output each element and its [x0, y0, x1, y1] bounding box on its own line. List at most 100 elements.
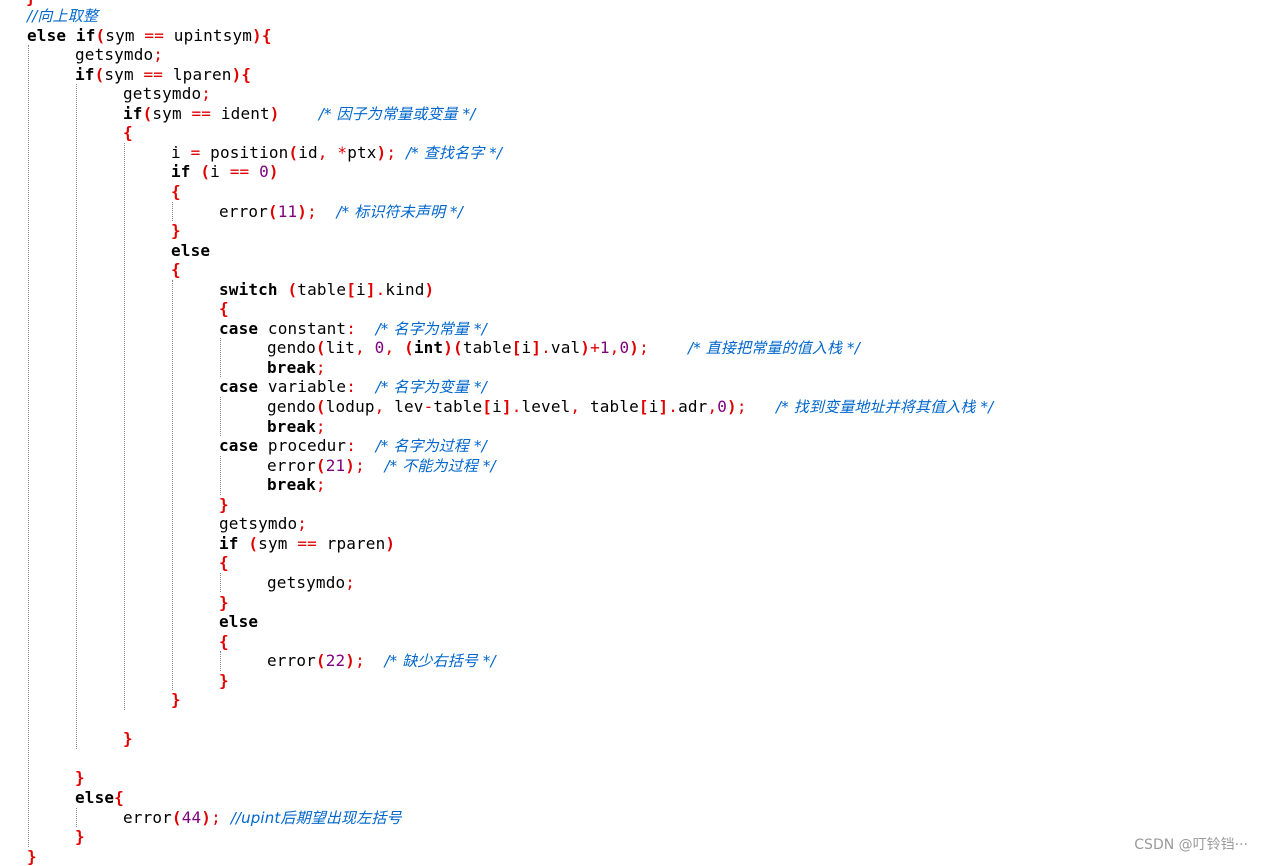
code-token — [365, 456, 385, 475]
code-token — [394, 338, 404, 357]
code-token: ) — [580, 338, 591, 358]
code-token: , — [374, 397, 385, 416]
code-line: error(22); /* 缺少右括号 */ — [267, 651, 496, 671]
code-token: + — [590, 338, 600, 358]
code-token: } — [123, 729, 133, 749]
code-token: /* 标识符未声明 */ — [336, 202, 463, 221]
code-token: { — [261, 25, 272, 45]
code-token: /* 查找名字 */ — [405, 143, 503, 162]
code-token: { — [171, 260, 181, 280]
top-brace: } — [26, 0, 36, 7]
code-token: ) — [345, 455, 356, 475]
code-token: /* 找到变量地址并将其值入栈 */ — [776, 398, 994, 416]
code-token: table — [433, 397, 483, 416]
code-token: ( — [453, 338, 463, 358]
code-token: ] — [501, 397, 512, 416]
code-token: * — [337, 142, 348, 162]
code-token: ) — [269, 103, 280, 123]
code-token: ( — [404, 338, 414, 358]
code-token — [249, 162, 259, 181]
code-token: ( — [94, 64, 105, 84]
code-token: break — [267, 475, 316, 495]
code-token: ; — [211, 807, 221, 827]
code-line: getsymdo; — [123, 84, 211, 104]
code-token: /* 名字为变量 */ — [375, 378, 487, 397]
code-token: [ — [638, 397, 649, 416]
code-token — [191, 162, 201, 181]
code-token: { — [219, 299, 229, 319]
code-line: break; — [267, 358, 326, 378]
code-token: error — [267, 651, 316, 671]
code-token: //upint后期望出现左括号 — [230, 808, 402, 827]
code-token: /* 因子为常量或变量 */ — [318, 104, 476, 123]
code-token: ( — [248, 533, 259, 553]
code-token: [ — [511, 338, 522, 358]
code-token: 0 — [374, 338, 385, 358]
code-token: 11 — [277, 201, 298, 221]
code-token: lev — [384, 397, 424, 416]
code-token: ) — [443, 338, 454, 358]
indent-guide — [28, 45, 29, 847]
code-line: { — [171, 260, 181, 280]
code-token: 0 — [259, 162, 269, 182]
code-token — [747, 397, 776, 416]
code-token: { — [123, 123, 133, 143]
code-token: sym — [104, 64, 144, 84]
code-token: i — [648, 397, 659, 416]
code-token: ( — [315, 338, 326, 358]
code-token: == — [229, 162, 250, 182]
code-token: rparen — [316, 533, 386, 553]
code-token: if — [123, 103, 143, 123]
code-token: case — [219, 318, 259, 338]
code-token: { — [171, 181, 181, 201]
code-token: ( — [315, 651, 326, 671]
code-token: ) — [629, 338, 640, 358]
code-line: if (sym == rparen) — [219, 534, 395, 554]
code-token: 0 — [717, 397, 728, 416]
code-token — [396, 143, 406, 162]
code-token: gendo — [267, 397, 316, 416]
code-token: [ — [482, 397, 493, 416]
code-line: //向上取整 — [27, 6, 98, 26]
code-token: } — [75, 768, 85, 788]
code-token: variable — [258, 377, 347, 397]
code-line: error(21); /* 不能为过程 */ — [267, 456, 496, 476]
code-line: switch (table[i].kind) — [219, 280, 434, 300]
indent-guide — [220, 572, 221, 593]
code-token: ; — [315, 357, 326, 377]
code-token: table — [462, 338, 512, 358]
code-token: table — [580, 397, 639, 416]
code-token: ( — [171, 807, 182, 827]
code-token: } — [219, 494, 229, 514]
code-line: error(44); //upint后期望出现左括号 — [123, 808, 402, 828]
code-token: ) — [231, 64, 242, 84]
code-token: lodup — [325, 397, 375, 416]
code-token: , — [355, 338, 365, 358]
code-line: { — [171, 182, 181, 202]
code-line: break; — [267, 475, 326, 495]
code-token: ] — [365, 279, 376, 299]
code-token: /* 缺少右括号 */ — [384, 652, 496, 671]
code-token: , — [609, 338, 620, 358]
code-token: /* 直接把常量的值入栈 */ — [688, 339, 860, 358]
code-line: } — [27, 847, 37, 866]
code-token: else — [219, 612, 259, 632]
code-token: ] — [658, 397, 669, 416]
code-token: i — [492, 397, 502, 416]
code-line: getsymdo; — [75, 45, 163, 65]
indent-guide — [172, 279, 173, 691]
code-token: == — [143, 64, 164, 84]
code-token: ) — [201, 807, 212, 827]
code-token: procedur — [258, 436, 347, 456]
code-token: ; — [315, 416, 326, 436]
code-line: } — [75, 768, 85, 788]
code-token: case — [219, 436, 259, 456]
indent-guide — [220, 397, 221, 437]
code-token: else — [75, 788, 115, 807]
code-token: table — [297, 279, 347, 299]
indent-guide — [220, 455, 221, 495]
code-token: [ — [346, 279, 357, 299]
code-line: else — [219, 612, 258, 632]
code-token: level — [521, 397, 571, 416]
